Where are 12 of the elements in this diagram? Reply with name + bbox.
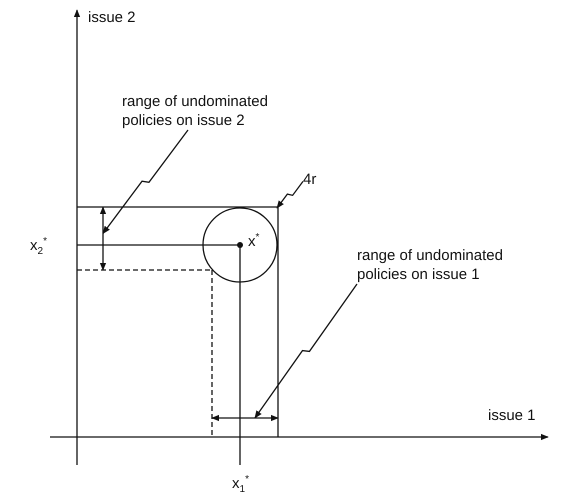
point-label: x$^{*}$ [248,231,260,251]
callout-text: 4r [303,170,343,189]
callout-text: range of undominated policies on issue 1 [357,246,557,284]
double-arrow [211,414,279,422]
axis-label: issue 2 [88,8,136,27]
double-arrow [100,206,106,271]
callout-text: range of undominated policies on issue 2 [122,92,322,130]
leader-line [102,130,189,234]
leader-line [276,181,304,209]
circle [202,207,278,283]
axis-label: issue 1 [488,406,536,425]
leader-line [254,284,358,419]
